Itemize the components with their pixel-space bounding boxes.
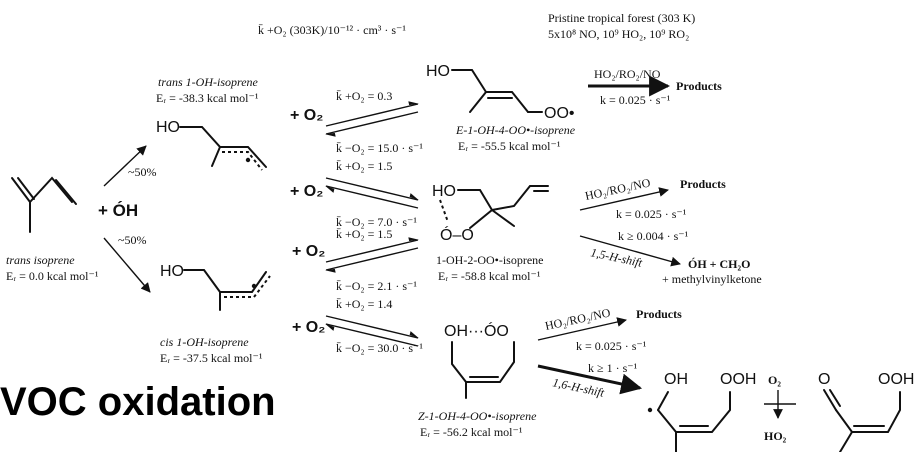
equilibrium-4: k̄ +O₂ = 1.4 k̄ −O₂ = 30.0 · s⁻¹: [325, 297, 423, 355]
svg-text:HO: HO: [160, 263, 184, 280]
trans-adduct-energy: Eᵣ = -38.3 kcal mol⁻¹: [156, 91, 259, 105]
o2-plus-2: + O₂: [290, 183, 323, 200]
beta-peroxy-energy: Eᵣ = -58.8 kcal mol⁻¹: [438, 269, 541, 283]
svg-text:O₂: O₂: [768, 373, 781, 387]
trans-adduct-structure: HO: [156, 119, 267, 171]
svg-text:OOH: OOH: [720, 371, 756, 388]
svg-text:HO₂/RO₂/NO: HO₂/RO₂/NO: [594, 67, 661, 81]
z-peroxy-structure: OH···ÓO: [444, 321, 515, 399]
equilibrium-1: k̄ +O₂ = 0.3 k̄ −O₂ = 15.0 · s⁻¹: [325, 89, 423, 155]
svg-text:O: O: [818, 371, 830, 388]
hpald-precursor-structure: OH OOH: [647, 371, 756, 452]
rate-fwd-4: k̄ +O₂ = 1.4: [336, 297, 392, 311]
channel-3: HO₂/RO₂/NO Products k = 0.025 · s⁻¹: [537, 305, 682, 353]
o2-plus-1: + O₂: [290, 107, 323, 124]
branch-arrow-bottom: [103, 237, 151, 293]
isoprene-name: trans isoprene: [6, 253, 75, 267]
rate-rev-3: k̄ −O₂ = 2.1 · s⁻¹: [336, 279, 417, 293]
rate-rev-2: k̄ −O₂ = 7.0 · s⁻¹: [336, 215, 417, 229]
svg-text:Ó–O: Ó–O: [440, 225, 474, 244]
z-peroxy-name: Z-1-OH-4-OO•-isoprene: [418, 409, 537, 423]
branch-bottom-percent: ~50%: [118, 233, 147, 247]
svg-text:Products: Products: [676, 79, 722, 93]
e-peroxy-energy: Eᵣ = -55.5 kcal mol⁻¹: [458, 139, 561, 153]
o2-addition-step: O₂ HO₂: [764, 373, 796, 443]
equilibrium-2: k̄ +O₂ = 1.5 k̄ −O₂ = 7.0 · s⁻¹: [325, 159, 419, 229]
svg-text:k = 0.025 · s⁻¹: k = 0.025 · s⁻¹: [576, 339, 647, 353]
svg-text:OO•: OO•: [544, 105, 575, 122]
svg-text:k = 0.025 · s⁻¹: k = 0.025 · s⁻¹: [616, 207, 687, 221]
o2-plus-3: + O₂: [292, 243, 325, 260]
svg-text:HO: HO: [432, 183, 456, 200]
slide-title: VOC oxidation: [0, 380, 276, 424]
channel-15-shift: k ≥ 0.004 · s⁻¹ 1,5-H-shift ÓH + CH₂O + …: [579, 229, 762, 286]
rate-fwd-1: k̄ +O₂ = 0.3: [336, 89, 392, 103]
svg-text:Products: Products: [636, 307, 682, 321]
cis-adduct-energy: Eᵣ = -37.5 kcal mol⁻¹: [160, 351, 263, 365]
svg-text:ÓH + CH₂O: ÓH + CH₂O: [688, 257, 750, 271]
equilibrium-3: k̄ +O₂ = 1.5 k̄ −O₂ = 2.1 · s⁻¹: [325, 227, 419, 293]
branch-arrow-top: [103, 145, 147, 187]
channel-1: HO₂/RO₂/NO Products k = 0.025 · s⁻¹: [588, 67, 722, 107]
svg-text:+ methylvinylketone: + methylvinylketone: [662, 272, 762, 286]
trans-adduct-name: trans 1-OH-isoprene: [158, 75, 259, 89]
branch-top-percent: ~50%: [128, 165, 157, 179]
z-peroxy-energy: Eᵣ = -56.2 kcal mol⁻¹: [420, 425, 523, 439]
rate-fwd-2: k̄ +O₂ = 1.5: [336, 159, 392, 173]
isoprene-energy: Eᵣ = 0.0 kcal mol⁻¹: [6, 269, 99, 283]
svg-text:HO₂: HO₂: [764, 429, 787, 443]
svg-text:k = 0.025 · s⁻¹: k = 0.025 · s⁻¹: [600, 93, 671, 107]
beta-peroxy-structure: HO Ó–O: [432, 183, 549, 244]
svg-text:OOH: OOH: [878, 371, 914, 388]
svg-text:1,5-H-shift: 1,5-H-shift: [589, 245, 644, 270]
conditions-line-1: Pristine tropical forest (303 K): [548, 11, 695, 25]
e-peroxy-structure: HO OO•: [426, 63, 575, 122]
svg-text:k ≥ 0.004 · s⁻¹: k ≥ 0.004 · s⁻¹: [618, 229, 689, 243]
svg-text:OH···ÓO: OH···ÓO: [444, 321, 509, 340]
svg-text:HO₂/RO₂/NO: HO₂/RO₂/NO: [584, 175, 652, 203]
beta-peroxy-name: 1-OH-2-OO•-isoprene: [436, 253, 544, 267]
isoprene-structure: [11, 176, 77, 233]
rate-rev-1: k̄ −O₂ = 15.0 · s⁻¹: [336, 141, 423, 155]
cis-adduct-name: cis 1-OH-isoprene: [160, 335, 249, 349]
channel-16-shift: k ≥ 1 · s⁻¹ 1,6-H-shift: [537, 361, 643, 400]
conditions-line-2: 5x10⁸ NO, 10⁹ HO₂, 10⁹ RO₂: [548, 27, 689, 41]
svg-text:HO₂/RO₂/NO: HO₂/RO₂/NO: [544, 305, 612, 333]
svg-text:HO: HO: [426, 63, 450, 80]
rate-rev-4: k̄ −O₂ = 30.0 · s⁻¹: [336, 341, 423, 355]
svg-text:Products: Products: [680, 177, 726, 191]
e-peroxy-name: E-1-OH-4-OO•-isoprene: [455, 123, 576, 137]
rate-fwd-3: k̄ +O₂ = 1.5: [336, 227, 392, 241]
hpald-structure: O OOH: [818, 371, 914, 452]
cis-adduct-structure: HO: [160, 263, 271, 311]
svg-text:HO: HO: [156, 119, 180, 136]
channel-2: HO₂/RO₂/NO Products k = 0.025 · s⁻¹: [579, 175, 726, 221]
o2-plus-4: + O₂: [292, 319, 325, 336]
rate-units-note: k̄ +O₂ (303K)/10⁻¹² · cm³ · s⁻¹: [258, 23, 406, 37]
svg-text:k ≥ 1 · s⁻¹: k ≥ 1 · s⁻¹: [588, 361, 638, 375]
svg-text:OH: OH: [664, 371, 688, 388]
oh-radical-label: + ÓH: [98, 201, 138, 220]
